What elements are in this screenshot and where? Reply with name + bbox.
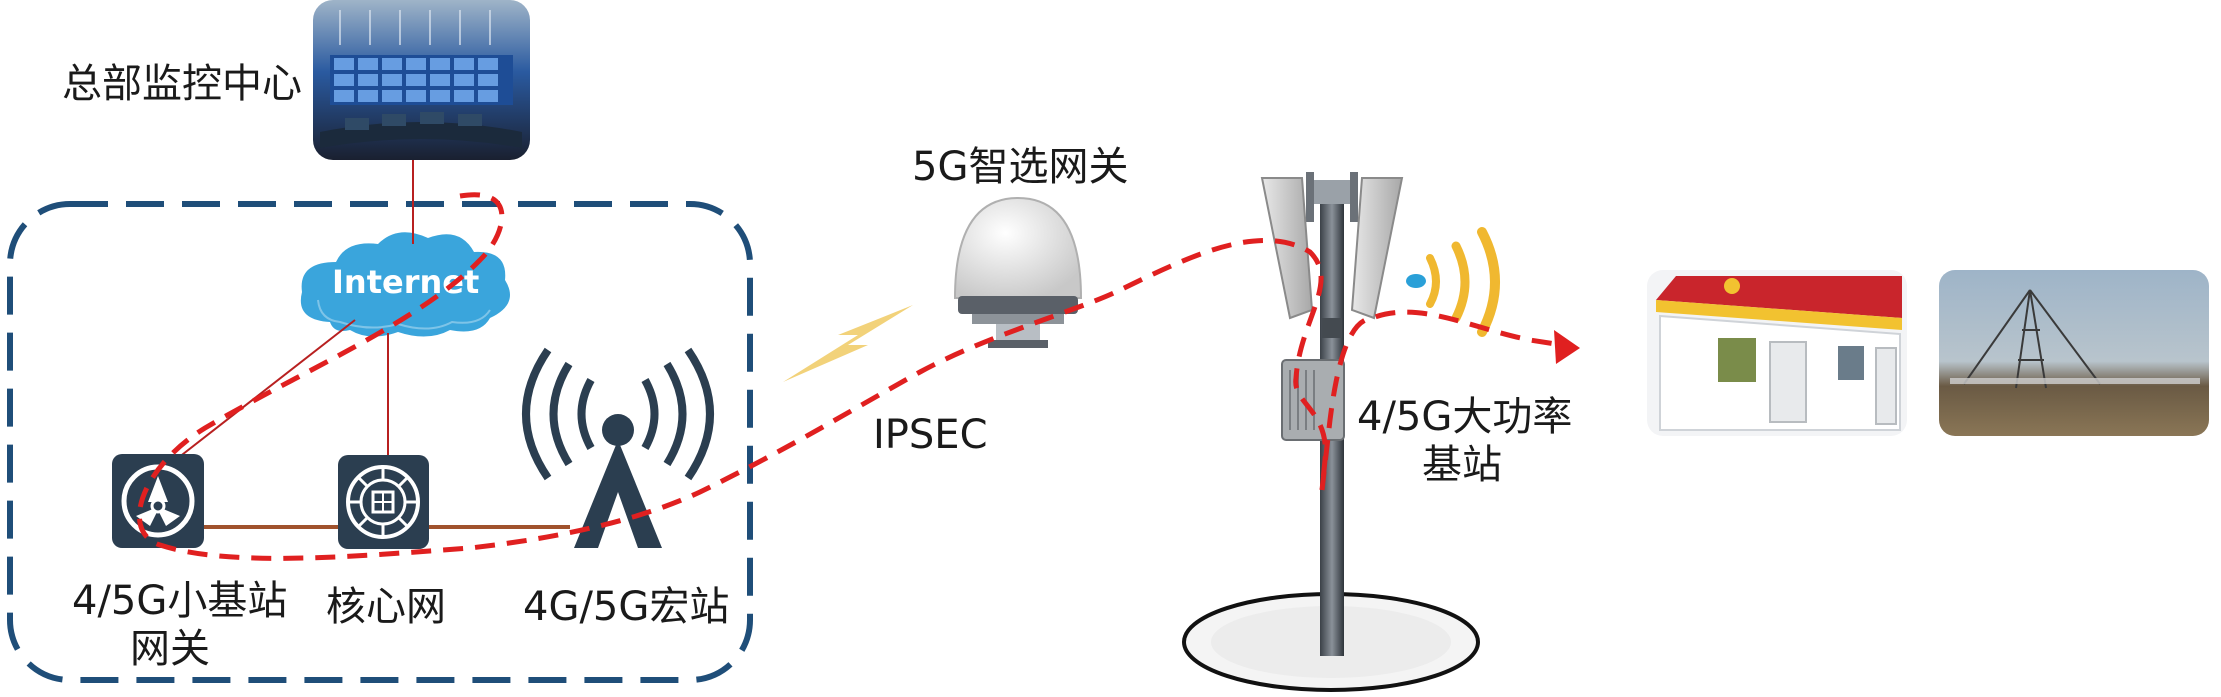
local-network-region	[7, 201, 753, 683]
small-cell-gateway-label: 4/5G小基站	[72, 578, 287, 624]
macro-station-tower-icon	[522, 347, 714, 548]
smart-gateway-label: 5G智选网关	[912, 144, 1128, 190]
traffic-path-dashed	[136, 192, 1569, 561]
traffic-path-arrowhead	[1554, 330, 1580, 364]
smart-gateway-dome-icon	[953, 196, 1083, 348]
small-cell-gateway-label-line2: 网关	[130, 626, 210, 672]
hq-monitoring-image	[313, 0, 530, 160]
ipsec-label: IPSEC	[873, 412, 988, 458]
high-power-base-station-label-line2: 基站	[1422, 442, 1502, 488]
wireless-link-bolt-icon	[783, 305, 913, 382]
signal-waves-icon	[1406, 227, 1500, 337]
station-building-image	[1647, 270, 1907, 436]
high-power-base-station-label: 4/5G大功率	[1357, 394, 1572, 440]
core-network-icon	[338, 455, 429, 549]
hq-label: 总部监控中心	[62, 61, 302, 107]
oil-field-image	[1939, 270, 2209, 436]
core-network-label: 核心网	[326, 584, 446, 630]
macro-station-label: 4G/5G宏站	[523, 584, 729, 630]
